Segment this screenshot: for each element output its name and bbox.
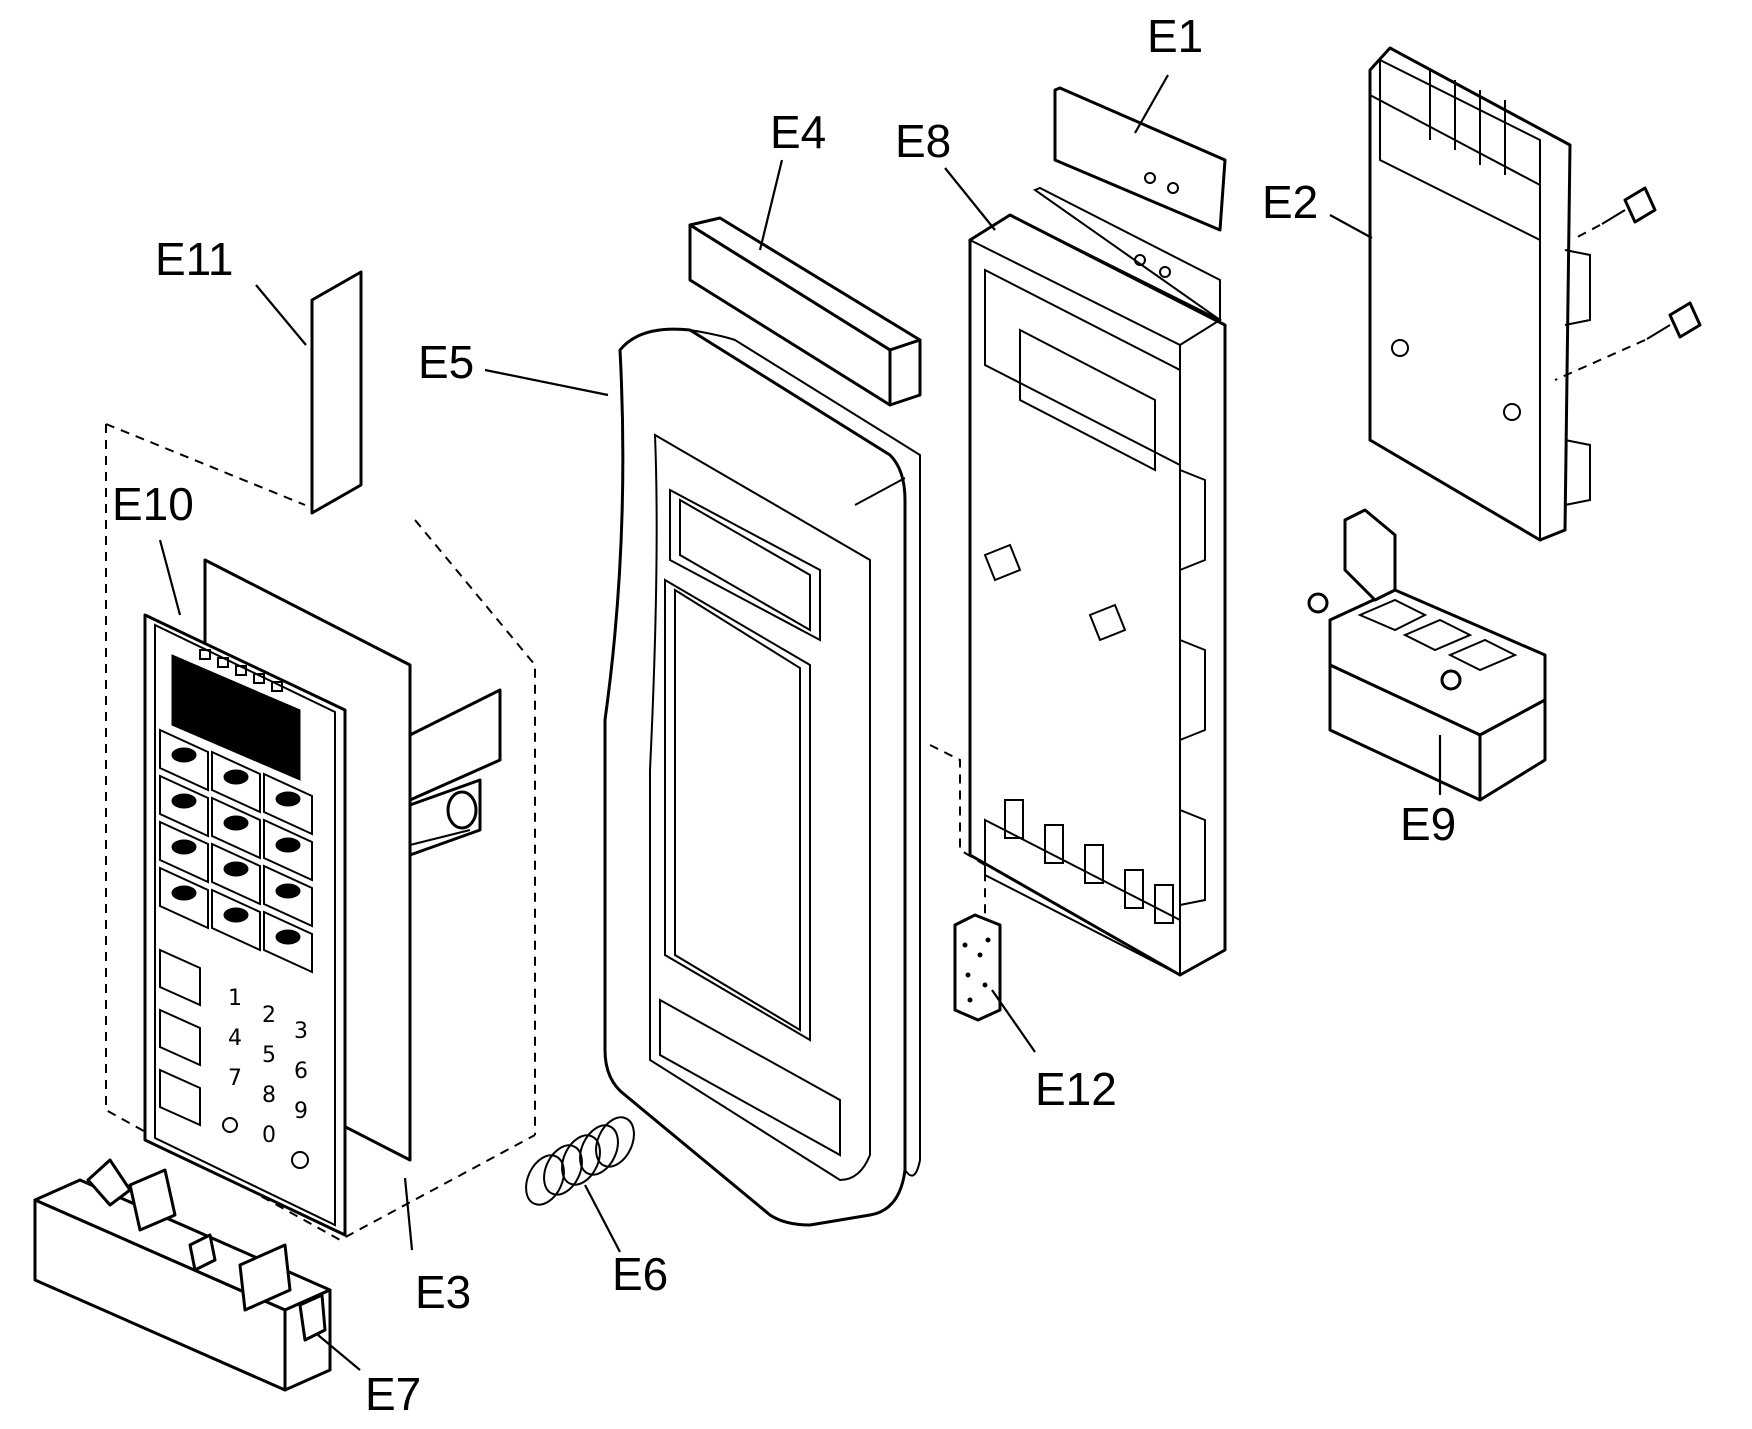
- numeric-keypad: 1 2 3 4 5 6 7 8 9 0: [228, 986, 308, 1148]
- leader-e2: [1329, 214, 1373, 239]
- keypad-digit-5: 5: [262, 1043, 276, 1068]
- leader-e3: [403, 1177, 414, 1251]
- part-e12-foam-block: [953, 913, 1002, 1022]
- keypad-digit-0: 0: [262, 1123, 276, 1148]
- part-e6-spring: [525, 1116, 635, 1206]
- function-key: [211, 888, 261, 952]
- function-key: [211, 842, 261, 906]
- part-e9-latch-block: [1307, 508, 1547, 802]
- leader-e10: [158, 539, 182, 616]
- function-key-icon: [275, 883, 301, 899]
- callout-labels: E1 E2 E3 E4 E5 E6 E7 E8 E9 E10 E11 E12: [112, 10, 1456, 1420]
- leader-e5: [484, 368, 609, 397]
- display-window: [171, 654, 301, 781]
- keypad-digit-2: 2: [262, 1003, 276, 1028]
- status-icons: [199, 649, 283, 692]
- keypad-digit-8: 8: [262, 1083, 276, 1108]
- part-e1-plate: [1053, 86, 1227, 232]
- function-key-icon: [171, 793, 197, 809]
- function-key: [159, 728, 209, 792]
- callout-e1: E1: [1147, 10, 1203, 62]
- keypad-digit-4: 4: [228, 1026, 242, 1051]
- function-key: [159, 774, 209, 838]
- keypad-digit-3: 3: [294, 1019, 308, 1044]
- part-e11-sheet: [310, 270, 363, 515]
- function-key-icon: [171, 839, 197, 855]
- leader-lines: [158, 74, 1442, 1371]
- part-e2-board: [1368, 46, 1591, 542]
- screw-lower: [1554, 301, 1702, 381]
- left-column-keys: [159, 948, 309, 1169]
- callout-e5: E5: [418, 336, 474, 388]
- part-e10-keypad-panel: 1 2 3 4 5 6 7 8 9 0: [143, 613, 347, 1237]
- callout-e3: E3: [415, 1266, 471, 1318]
- function-key: [263, 910, 313, 974]
- keypad-digit-1: 1: [228, 986, 242, 1011]
- function-key-icon: [275, 791, 301, 807]
- leader-e4: [758, 159, 784, 251]
- function-key: [159, 866, 209, 930]
- function-key: [159, 820, 209, 884]
- part-e8-housing: [967, 186, 1227, 977]
- keypad-digit-7: 7: [228, 1066, 242, 1091]
- function-key-icon: [275, 929, 301, 945]
- leader-e12: [991, 989, 1036, 1053]
- part-e5-front-panel: [603, 327, 986, 1227]
- function-key-icon: [171, 747, 197, 763]
- function-key-grid: [159, 728, 313, 974]
- function-key: [211, 750, 261, 814]
- leader-e8: [944, 167, 996, 231]
- function-key-icon: [223, 769, 249, 785]
- leader-e7: [317, 1334, 361, 1371]
- function-key-icon: [275, 837, 301, 853]
- leader-e1: [1134, 74, 1169, 134]
- function-key: [211, 796, 261, 860]
- function-key: [263, 772, 313, 836]
- callout-e12: E12: [1035, 1063, 1117, 1115]
- keypad-digit-9: 9: [294, 1099, 308, 1124]
- keypad-digit-6: 6: [294, 1059, 308, 1084]
- function-key-icon: [223, 907, 249, 923]
- callout-e6: E6: [612, 1248, 668, 1300]
- callout-e7: E7: [365, 1368, 421, 1420]
- leader-e11: [255, 284, 307, 346]
- function-key: [263, 818, 313, 882]
- function-key-icon: [223, 815, 249, 831]
- function-key-icon: [223, 861, 249, 877]
- callout-e10: E10: [112, 478, 194, 530]
- callout-e2: E2: [1262, 176, 1318, 228]
- callout-e4: E4: [770, 106, 826, 158]
- function-key: [263, 864, 313, 928]
- callout-e9: E9: [1400, 798, 1456, 850]
- part-e7-handle-cap: [33, 1158, 332, 1392]
- part-e4-gasket: [688, 216, 922, 407]
- screw-upper: [1571, 186, 1657, 241]
- callout-e11: E11: [155, 233, 233, 285]
- leader-e6: [584, 1184, 621, 1253]
- callout-e8: E8: [895, 115, 951, 167]
- function-key-icon: [171, 885, 197, 901]
